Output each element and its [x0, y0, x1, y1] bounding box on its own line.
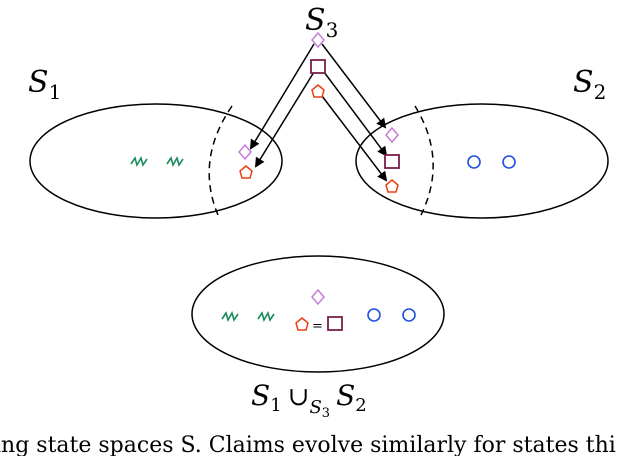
s1-overlap-boundary [208, 105, 233, 216]
label-s1: S1 [28, 65, 61, 104]
s3-pentagon-icon [311, 84, 325, 98]
s1-pentagon-icon [239, 165, 253, 179]
s2-square-icon [384, 154, 400, 169]
s2-circle-icon-2 [502, 155, 516, 169]
ellipse-union [191, 255, 445, 373]
arrow-diamond-to-s1 [249, 43, 315, 150]
union-circle-icon-1 [367, 308, 381, 322]
s1-diamond-icon [238, 143, 252, 161]
label-union: S1∪S3S2 [251, 379, 367, 421]
union-diamond-icon [311, 288, 325, 306]
label-s2: S2 [573, 65, 606, 104]
s3-diamond-icon [311, 31, 325, 49]
s1-zigzag-icon-1 [130, 155, 148, 168]
caption-line: ing state spaces S. Claims evolve simila… [0, 433, 616, 456]
union-pentagon-icon [295, 317, 309, 331]
arrow-diamond-to-s2 [321, 43, 387, 129]
s1-zigzag-icon-2 [166, 155, 184, 168]
s2-pentagon-icon [385, 179, 399, 193]
s2-circle-icon-1 [467, 155, 481, 169]
s3-square-icon [310, 59, 326, 74]
union-square-icon [327, 316, 343, 331]
union-equals-sign: = [312, 319, 323, 334]
ellipse-s1 [29, 103, 283, 219]
arrow-square-to-s1 [254, 71, 315, 168]
label-s3: S3 [305, 3, 338, 42]
union-zigzag-icon-1 [221, 310, 239, 323]
s2-diamond-icon [385, 126, 399, 144]
arrow-pentagon-to-s2 [321, 95, 388, 182]
s2-overlap-boundary [414, 105, 434, 216]
union-circle-icon-2 [402, 308, 416, 322]
arrows [249, 43, 388, 182]
ellipse-s2 [355, 103, 609, 219]
union-zigzag-icon-2 [257, 310, 275, 323]
arrow-square-to-s2 [323, 71, 388, 157]
